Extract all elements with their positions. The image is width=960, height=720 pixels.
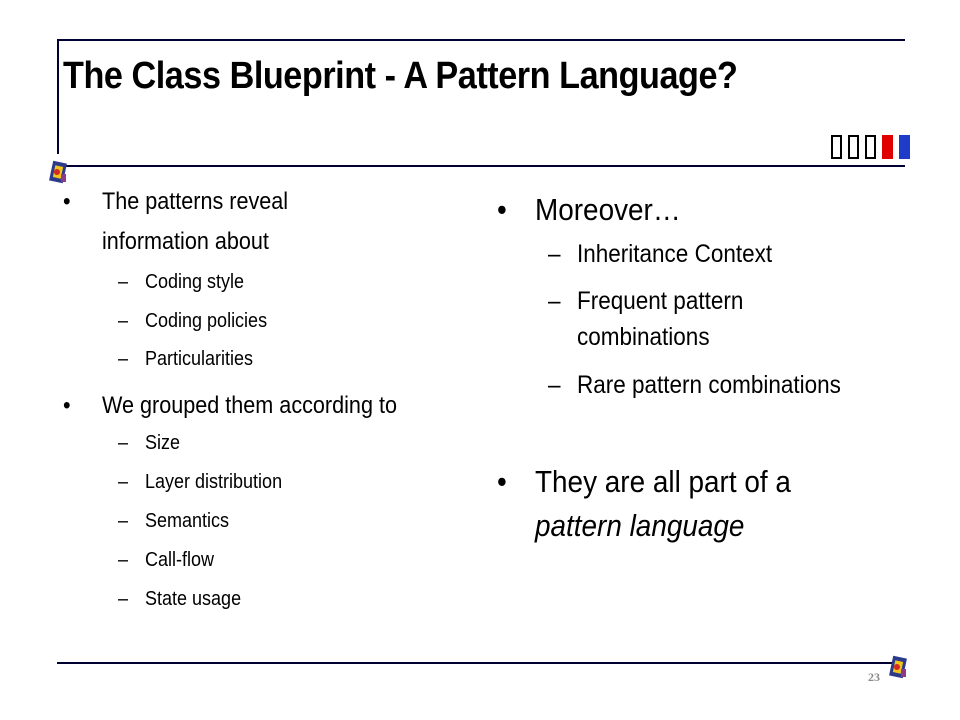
left-sub-item: Semantics bbox=[145, 510, 230, 532]
nav-prev-button[interactable] bbox=[848, 135, 859, 159]
dash: – bbox=[118, 348, 129, 370]
nav-blue-button[interactable] bbox=[899, 135, 910, 159]
left-bullet-2: We grouped them according to bbox=[102, 392, 397, 419]
bullet-marker: • bbox=[497, 192, 507, 227]
dash: – bbox=[548, 287, 561, 315]
nav-red-button[interactable] bbox=[882, 135, 893, 159]
logo-icon bbox=[49, 160, 67, 184]
left-rule bbox=[57, 39, 59, 154]
left-bullet-1-line2: information about bbox=[102, 228, 269, 255]
left-bullet-1-line1: The patterns reveal bbox=[102, 188, 289, 215]
right-bullet-1: Moreover… bbox=[535, 192, 681, 227]
nav-first-button[interactable] bbox=[831, 135, 842, 159]
left-sub-item: Layer distribution bbox=[145, 471, 283, 493]
left-sub-item: Particularities bbox=[145, 348, 254, 370]
title-underline bbox=[57, 165, 905, 167]
left-sub-item: State usage bbox=[145, 588, 242, 610]
bullet-marker: • bbox=[497, 464, 507, 499]
dash: – bbox=[548, 371, 561, 399]
dash: – bbox=[118, 549, 129, 571]
top-rule bbox=[57, 39, 905, 41]
dash: – bbox=[118, 471, 129, 493]
left-sub-item: Size bbox=[145, 432, 181, 454]
dash: – bbox=[118, 310, 129, 332]
dash: – bbox=[118, 510, 129, 532]
page-number: 23 bbox=[868, 670, 880, 684]
right-sub-item: Inheritance Context bbox=[577, 240, 773, 268]
footer-rule bbox=[57, 662, 905, 664]
right-sub-item: Rare pattern combinations bbox=[577, 371, 841, 399]
left-sub-item: Call-flow bbox=[145, 549, 215, 571]
right-bullet-2-line1: They are all part of a bbox=[535, 464, 791, 499]
bullet-marker: • bbox=[63, 392, 71, 419]
nav-next-button[interactable] bbox=[865, 135, 876, 159]
dash: – bbox=[118, 271, 129, 293]
dash: – bbox=[548, 240, 561, 268]
dash: – bbox=[118, 432, 129, 454]
right-sub-item: Frequent pattern bbox=[577, 287, 744, 315]
dash: – bbox=[118, 588, 129, 610]
right-sub-item-cont: combinations bbox=[577, 323, 710, 351]
slide-title: The Class Blueprint - A Pattern Language… bbox=[63, 55, 738, 97]
right-bullet-2-line2: pattern language bbox=[535, 508, 745, 543]
logo-icon bbox=[889, 655, 907, 679]
nav-buttons bbox=[831, 135, 910, 161]
left-sub-item: Coding style bbox=[145, 271, 245, 293]
left-sub-item: Coding policies bbox=[145, 310, 268, 332]
bullet-marker: • bbox=[63, 188, 71, 215]
